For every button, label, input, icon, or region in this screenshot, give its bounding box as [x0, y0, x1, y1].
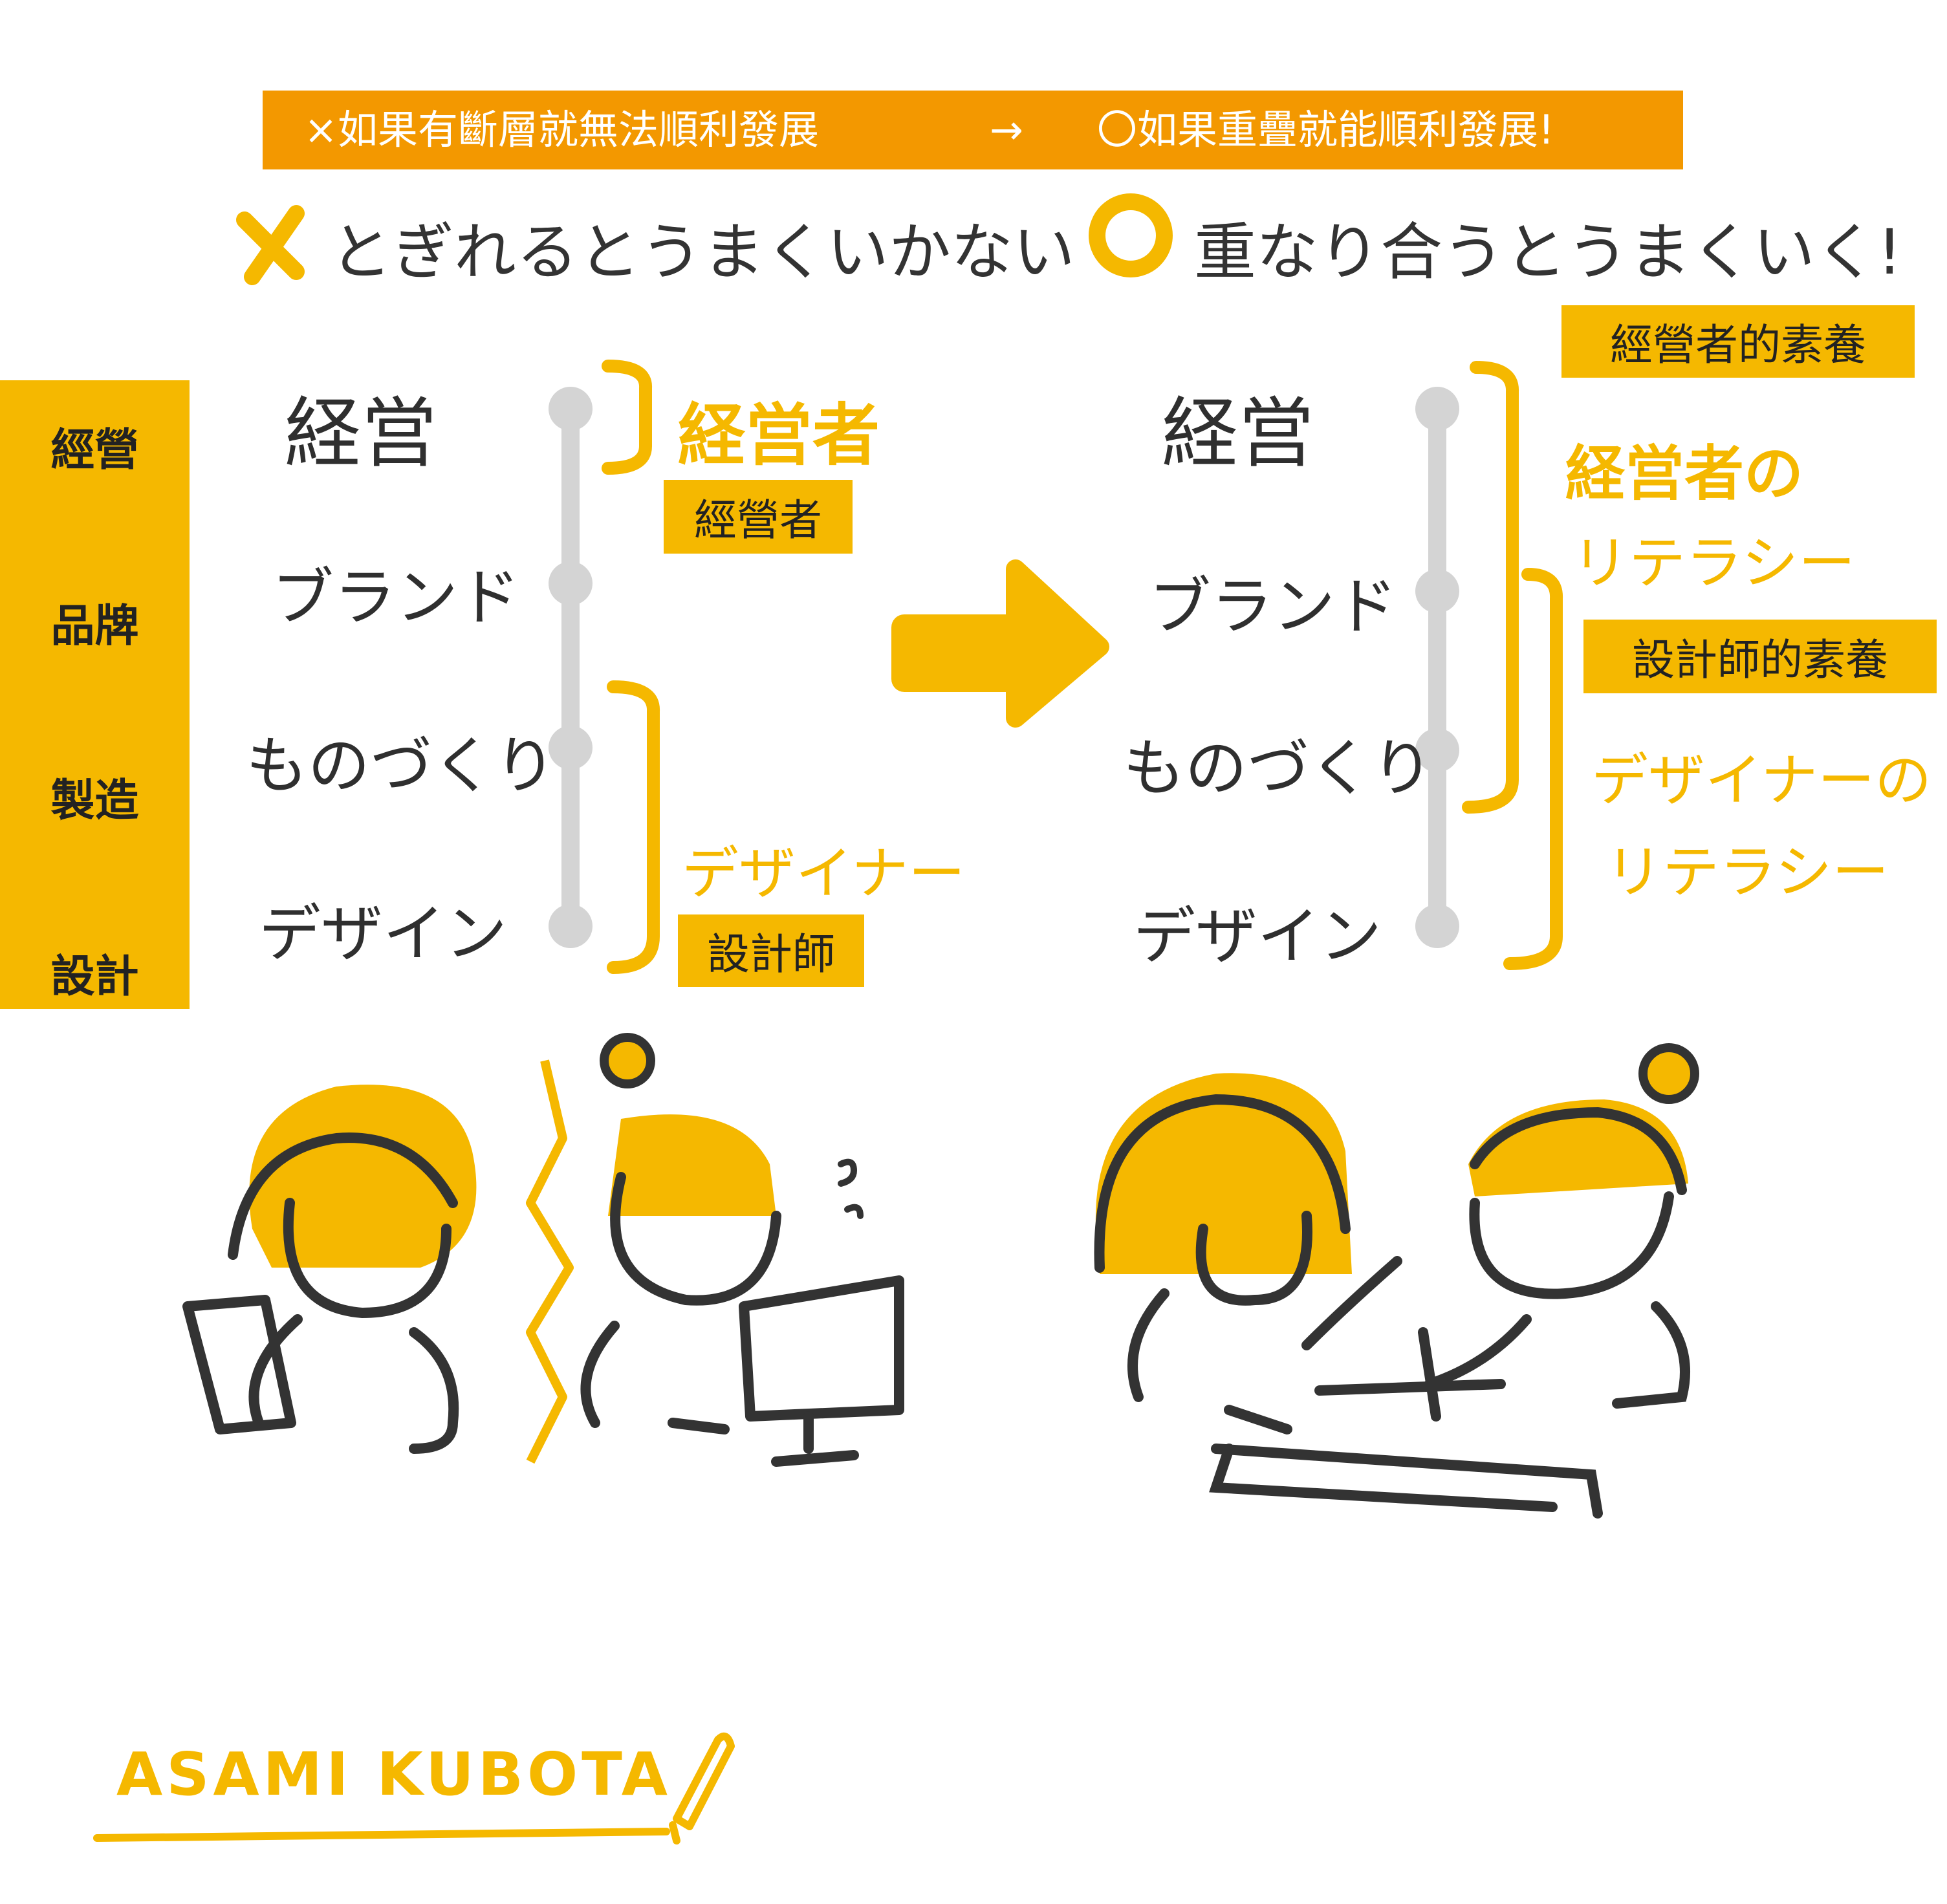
- artist-signature: ASAMI KUBOTA: [116, 1740, 671, 1809]
- bad-heading: とぎれるとうまくいかない: [330, 216, 1075, 288]
- left-stage-manufacturing: ものづくり: [246, 730, 556, 802]
- left-manager-bracket: [602, 360, 652, 475]
- sidebar-item-brand: 品牌: [50, 601, 139, 652]
- sidebar-item-design: 設計: [50, 951, 139, 1002]
- stage-sidebar: 經營 品牌 製造 設計: [0, 380, 190, 1009]
- sidebar-item-management: 經營: [50, 425, 139, 476]
- left-stage-line: [549, 387, 593, 948]
- cross-icon: [236, 205, 305, 285]
- right-manager-literacy-line2: リテラシー: [1572, 530, 1856, 596]
- top-banner: ×如果有斷層就無法順利發展 → 〇如果重疊就能順利發展!: [263, 91, 1683, 169]
- collaborating-people-illustration: [1094, 1043, 1699, 1519]
- signature-underline: [93, 1828, 670, 1842]
- right-stage-management: 経営: [1162, 389, 1315, 478]
- pencil-icon: [669, 1732, 735, 1844]
- right-manager-box: 經營者的素養: [1561, 305, 1915, 378]
- right-stage-line: [1415, 387, 1459, 948]
- right-manager-literacy-line1: 経営者の: [1565, 439, 1804, 508]
- banner-arrow: →: [990, 106, 1023, 153]
- circle-icon: [1089, 193, 1173, 277]
- left-stage-management: 経営: [285, 389, 438, 478]
- right-designer-bracket: [1503, 568, 1563, 970]
- banner-right-text: 〇如果重疊就能順利發展!: [1097, 106, 1554, 153]
- right-stage-brand: ブランド: [1149, 570, 1397, 643]
- right-manager-bracket: [1462, 361, 1519, 814]
- right-designer-literacy-line2: リテラシー: [1605, 839, 1889, 905]
- left-manager-box: 經營者: [664, 480, 853, 554]
- right-stage-manufacturing: ものづくり: [1123, 732, 1433, 805]
- left-manager-handwritten: 経営者: [678, 396, 880, 475]
- right-designer-box: 設計師的素養: [1583, 620, 1937, 693]
- right-stage-design: デザイン: [1133, 900, 1382, 973]
- separated-people-illustration: [182, 1033, 904, 1467]
- left-designer-handwritten: デザイナー: [682, 840, 966, 907]
- left-designer-bracket: [607, 680, 660, 974]
- left-designer-box: 設計師: [678, 914, 864, 987]
- good-heading: 重なり合うとうまくいく!: [1194, 216, 1902, 288]
- arrow-right-icon: [891, 559, 1109, 728]
- left-stage-design: デザイン: [259, 898, 507, 970]
- right-designer-literacy-line1: デザイナーの: [1591, 747, 1932, 814]
- sidebar-item-manufacturing: 製造: [50, 775, 139, 827]
- banner-left-text: ×如果有斷層就無法順利發展: [304, 106, 819, 153]
- left-stage-brand: ブランド: [272, 561, 520, 634]
